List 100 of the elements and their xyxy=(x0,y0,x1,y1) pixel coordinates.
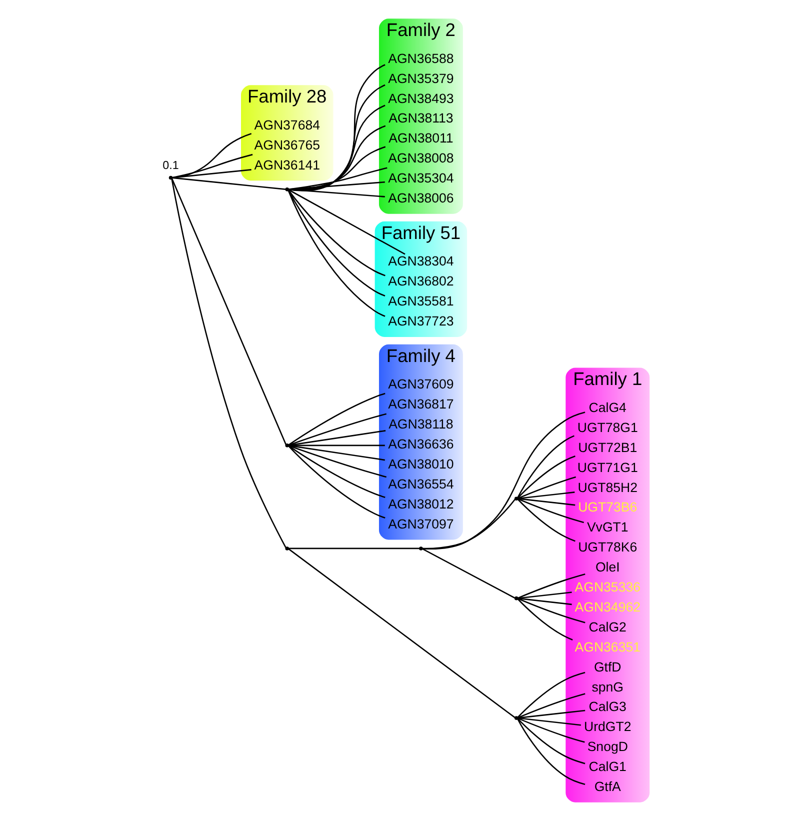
node-text: CalG1 xyxy=(588,759,626,774)
node-text: AGN36802 xyxy=(388,274,454,289)
connector xyxy=(422,412,586,550)
connector xyxy=(518,693,586,718)
connector xyxy=(518,598,586,624)
node-text: UGT85H2 xyxy=(578,480,638,495)
node-text: AGN35304 xyxy=(388,170,454,186)
node-text: AGN36765 xyxy=(254,137,320,152)
connector xyxy=(288,190,386,276)
connector xyxy=(288,548,516,718)
connector xyxy=(518,710,586,719)
node-point xyxy=(285,444,290,448)
connector xyxy=(288,190,386,317)
connector xyxy=(288,181,385,190)
node-text: AGN34962 xyxy=(574,599,640,614)
connector xyxy=(518,592,572,599)
node-text: AGN38118 xyxy=(388,416,454,432)
connector xyxy=(172,154,253,178)
connector xyxy=(288,446,386,519)
connector xyxy=(171,179,286,548)
node-text: AGN37609 xyxy=(388,376,454,392)
node-text: AGN38011 xyxy=(388,130,454,146)
node-text: CalG2 xyxy=(588,619,626,634)
node-text: AGN36636 xyxy=(388,436,454,452)
connector xyxy=(172,133,252,178)
node-text: AGN38113 xyxy=(388,110,454,126)
connector xyxy=(288,125,386,190)
node-text: AGN38493 xyxy=(388,90,454,106)
connector xyxy=(172,177,286,190)
connector xyxy=(518,492,575,500)
node-text: AGN37723 xyxy=(388,314,454,329)
connector xyxy=(518,476,576,499)
connector xyxy=(288,84,386,192)
node-text: AGN36351 xyxy=(574,639,640,654)
connector xyxy=(288,548,420,550)
connector xyxy=(518,717,581,726)
node-text: AGN35581 xyxy=(388,294,454,309)
connector xyxy=(289,167,388,190)
connector xyxy=(518,498,576,506)
node-text: UGT78G1 xyxy=(577,420,638,435)
node-text: AGN36817 xyxy=(388,396,454,412)
connector xyxy=(288,189,406,255)
connector xyxy=(517,435,574,498)
node-text: AGN36588 xyxy=(388,50,454,66)
node-text: AGN37684 xyxy=(254,117,320,132)
node-point xyxy=(285,188,290,192)
node-text: GtfA xyxy=(594,779,621,794)
connector xyxy=(517,498,576,542)
node-point xyxy=(285,546,290,550)
node-text: AGN38010 xyxy=(388,456,454,472)
connector xyxy=(518,573,586,599)
node-text: CalG4 xyxy=(588,400,626,415)
connector xyxy=(288,64,386,192)
connector xyxy=(422,548,515,598)
node-text: AGN38008 xyxy=(388,150,454,166)
node-text: AGN36141 xyxy=(254,157,320,172)
connector xyxy=(171,178,287,445)
connector xyxy=(518,598,572,606)
node-point xyxy=(419,546,423,550)
node-point xyxy=(168,176,173,180)
connector xyxy=(288,445,386,498)
node-text: VvGT1 xyxy=(586,520,628,535)
node-point xyxy=(514,716,518,720)
connector xyxy=(288,190,386,297)
connector xyxy=(518,718,585,743)
connector xyxy=(517,456,576,498)
node-text: UGT73B6 xyxy=(578,500,638,515)
connector xyxy=(518,498,584,524)
node-text: AGN38006 xyxy=(388,190,454,206)
connector xyxy=(288,413,387,446)
node-text: UGT71G1 xyxy=(577,460,638,475)
connector xyxy=(517,598,573,640)
connector xyxy=(288,430,386,446)
node-text: UGT72B1 xyxy=(578,440,638,455)
node-text: UGT78K6 xyxy=(578,540,638,555)
node-text: OleI xyxy=(595,560,620,575)
node-text: AGN36554 xyxy=(388,476,454,492)
node-text: AGN37097 xyxy=(388,516,454,532)
connector xyxy=(172,169,252,178)
connector xyxy=(422,498,516,550)
connector xyxy=(288,444,385,461)
connector xyxy=(288,146,386,190)
connector xyxy=(517,672,586,718)
node-text: AGN35336 xyxy=(574,580,640,595)
node-text: AGN38012 xyxy=(388,496,454,512)
connector xyxy=(517,718,586,786)
node-text: CalG3 xyxy=(588,699,626,714)
connector xyxy=(288,392,386,446)
connector xyxy=(517,718,586,764)
node-point xyxy=(514,596,518,600)
node-text: spnG xyxy=(592,679,624,694)
connector xyxy=(288,445,387,478)
connector xyxy=(288,104,386,191)
node-text: SnogD xyxy=(587,739,628,754)
node-text: AGN35379 xyxy=(388,70,454,86)
label: 0.1 xyxy=(162,159,179,172)
node-text: GtfD xyxy=(594,659,622,674)
node-point xyxy=(514,496,518,501)
node-text: UrdGT2 xyxy=(584,719,632,734)
node-text: AGN38304 xyxy=(388,254,454,269)
